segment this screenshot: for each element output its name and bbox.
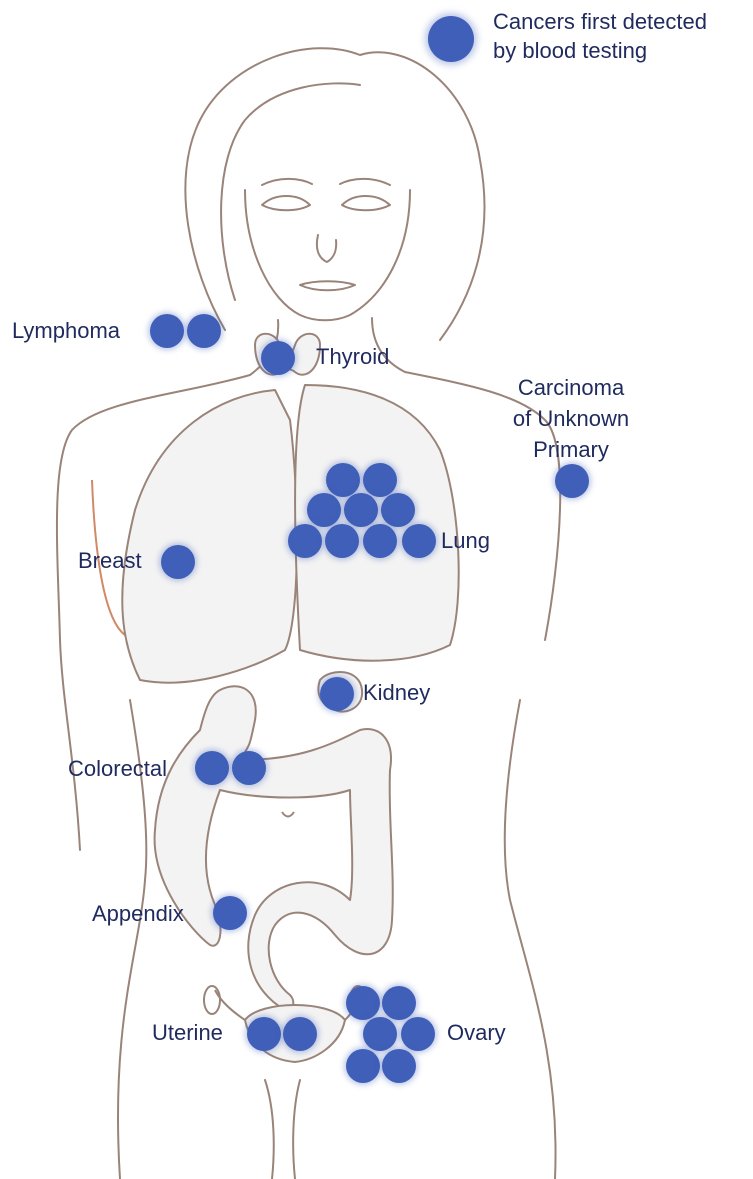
cup-label-line-2: of Unknown [496, 404, 646, 435]
inner-leg-left [265, 1080, 274, 1179]
uterine-dot [247, 1017, 281, 1051]
kidney-label: Kidney [363, 682, 430, 704]
uterine-label: Uterine [152, 1022, 223, 1044]
legend-line-1: Cancers first detected [493, 8, 707, 37]
ovary-dot [382, 1049, 416, 1083]
lymphoma-label: Lymphoma [12, 320, 120, 342]
uterine-dot [283, 1017, 317, 1051]
colon-shape [155, 686, 393, 1010]
ovary-dot [346, 986, 380, 1020]
face-outline [245, 190, 410, 320]
colorectal-dot [232, 751, 266, 785]
ovary-label: Ovary [447, 1022, 506, 1044]
lung-dot [363, 524, 397, 558]
right-eye [342, 196, 390, 210]
lung-dot [363, 463, 397, 497]
hair-outline [185, 48, 484, 340]
legend-line-2: by blood testing [493, 37, 707, 66]
cup-label-line-1: Carcinoma [496, 373, 646, 404]
breast-label: Breast [78, 550, 142, 572]
lung-dot [344, 493, 378, 527]
lung-dot [307, 493, 341, 527]
appendix-dot [213, 896, 247, 930]
ovary-left-shape [204, 986, 220, 1014]
colorectal-dot [195, 751, 229, 785]
ovary-dot [382, 986, 416, 1020]
appendix-label: Appendix [92, 903, 184, 925]
left-lung [122, 390, 297, 683]
cup-dot [555, 464, 589, 498]
cup-label-line-3: Primary [496, 435, 646, 466]
right-brow [340, 179, 390, 185]
ovary-dot [401, 1017, 435, 1051]
thyroid-label: Thyroid [316, 346, 389, 368]
lung-dot [326, 463, 360, 497]
hair-inner [221, 83, 360, 300]
thyroid-dot [261, 341, 295, 375]
lung-dot [381, 493, 415, 527]
left-eye [262, 196, 310, 210]
navel [282, 812, 294, 817]
breast-dot [161, 545, 195, 579]
nose [317, 235, 336, 262]
ovary-dot [363, 1017, 397, 1051]
lung-dot [325, 524, 359, 558]
right-waist [505, 700, 556, 1179]
lung-label: Lung [441, 530, 490, 552]
lung-dot [402, 524, 436, 558]
left-brow [262, 179, 312, 185]
colorectal-label: Colorectal [68, 758, 167, 780]
lung-dot [288, 524, 322, 558]
cup-label: Carcinoma of Unknown Primary [496, 373, 646, 465]
ovary-dot [346, 1049, 380, 1083]
mouth [300, 281, 355, 290]
kidney-dot [320, 677, 354, 711]
lymphoma-dot [150, 314, 184, 348]
lymphoma-dot [187, 314, 221, 348]
inner-leg-right [293, 1080, 300, 1179]
legend-dot-icon [428, 16, 474, 62]
legend-text: Cancers first detected by blood testing [493, 8, 707, 65]
